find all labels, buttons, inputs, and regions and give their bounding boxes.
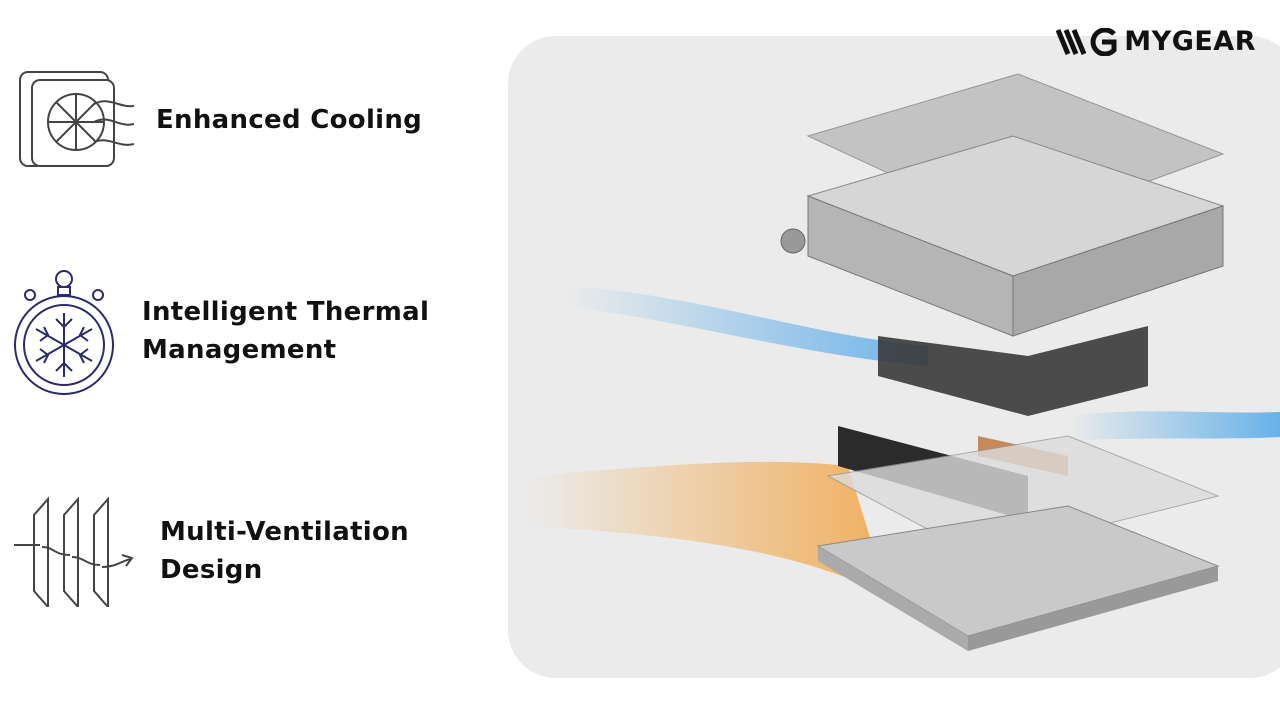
ventilation-panels-icon — [14, 496, 134, 607]
feature-multi-ventilation: Multi-Ventilation Design — [14, 495, 409, 607]
feature-title-line-2: Design — [160, 555, 263, 585]
exploded-mini-pc-illustration — [528, 73, 1280, 651]
fan-airflow-icon — [19, 71, 134, 167]
fan-assembly — [878, 326, 1148, 416]
cool-airflow-right — [1068, 411, 1280, 441]
brand-logo: MYGEAR — [1056, 26, 1256, 57]
feature-title-line-1: Multi-Ventilation — [160, 517, 409, 547]
feature-intelligent-thermal: Intelligent Thermal Management — [14, 265, 429, 397]
product-image-panel — [508, 36, 1280, 678]
feature-enhanced-cooling: Enhanced Cooling — [14, 68, 422, 172]
feature-title-line-1: Intelligent Thermal — [142, 297, 430, 327]
feature-title-line-2: Management — [142, 335, 337, 365]
warm-airflow — [528, 461, 888, 596]
brand-name: MYGEAR — [1124, 26, 1256, 57]
feature-title: Enhanced Cooling — [156, 105, 423, 135]
base-plate — [816, 505, 1220, 637]
stopwatch-snowflake-icon — [14, 270, 114, 395]
cool-airflow-left — [568, 286, 928, 366]
mygear-logo-mark-icon — [1056, 27, 1117, 56]
